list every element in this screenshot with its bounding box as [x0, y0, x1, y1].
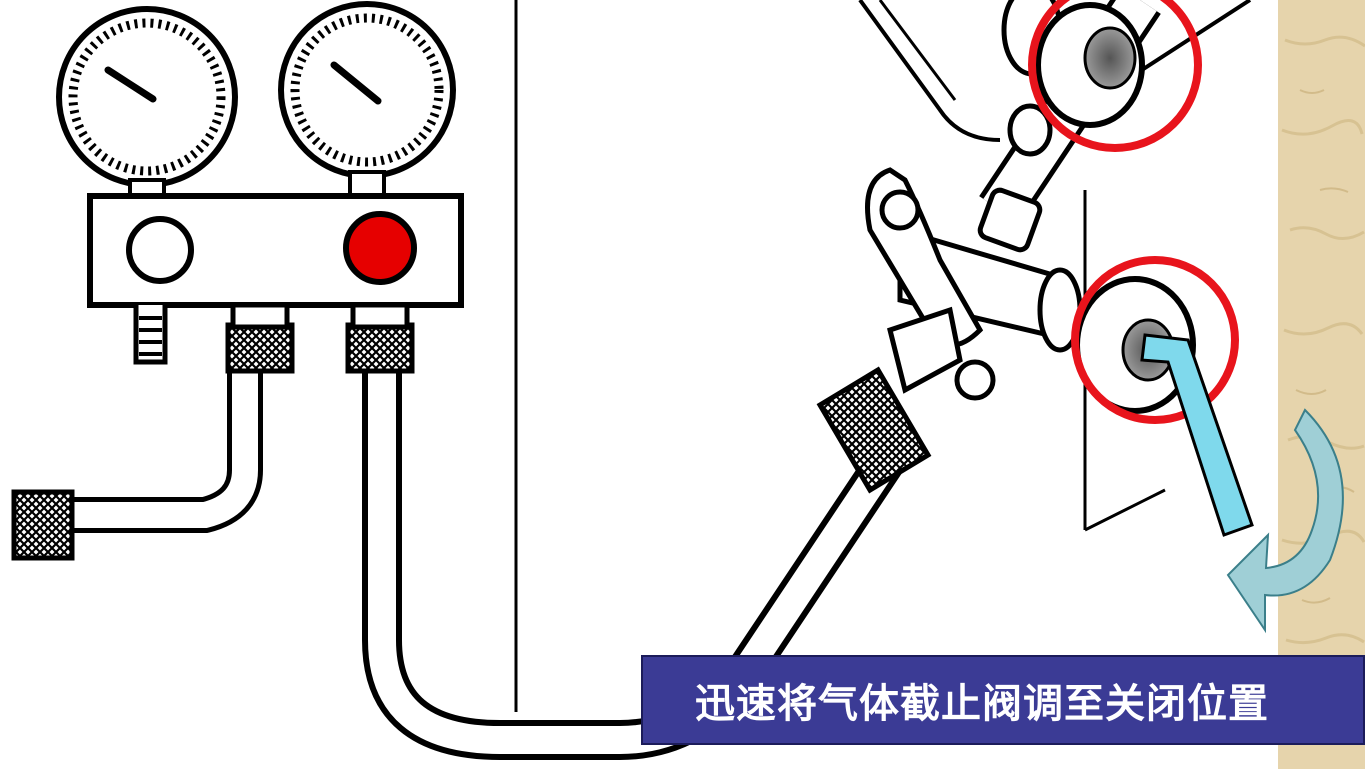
- caption-text: 迅速将气体截止阀调至关闭位置: [695, 681, 1269, 727]
- hex-key-icon: [1140, 333, 1254, 537]
- rotate-arrow-icon: [1226, 408, 1344, 634]
- highlight-circle-gas-valve: [1071, 256, 1239, 424]
- center-hose: [11, 302, 295, 561]
- hose-nut: [816, 366, 932, 494]
- service-port: [133, 305, 168, 365]
- pressure-gauge-icon: [278, 1, 456, 179]
- sidebar-texture: [1278, 0, 1365, 769]
- gas-valve: [865, 167, 1196, 414]
- manifold-body: [87, 193, 464, 308]
- caption-box: 迅速将气体截止阀调至关闭位置: [641, 655, 1365, 745]
- highlight-circle-liquid-valve: [1028, 0, 1202, 152]
- pressure-gauge-icon: [56, 6, 238, 188]
- red-indicator-dot: [343, 211, 417, 285]
